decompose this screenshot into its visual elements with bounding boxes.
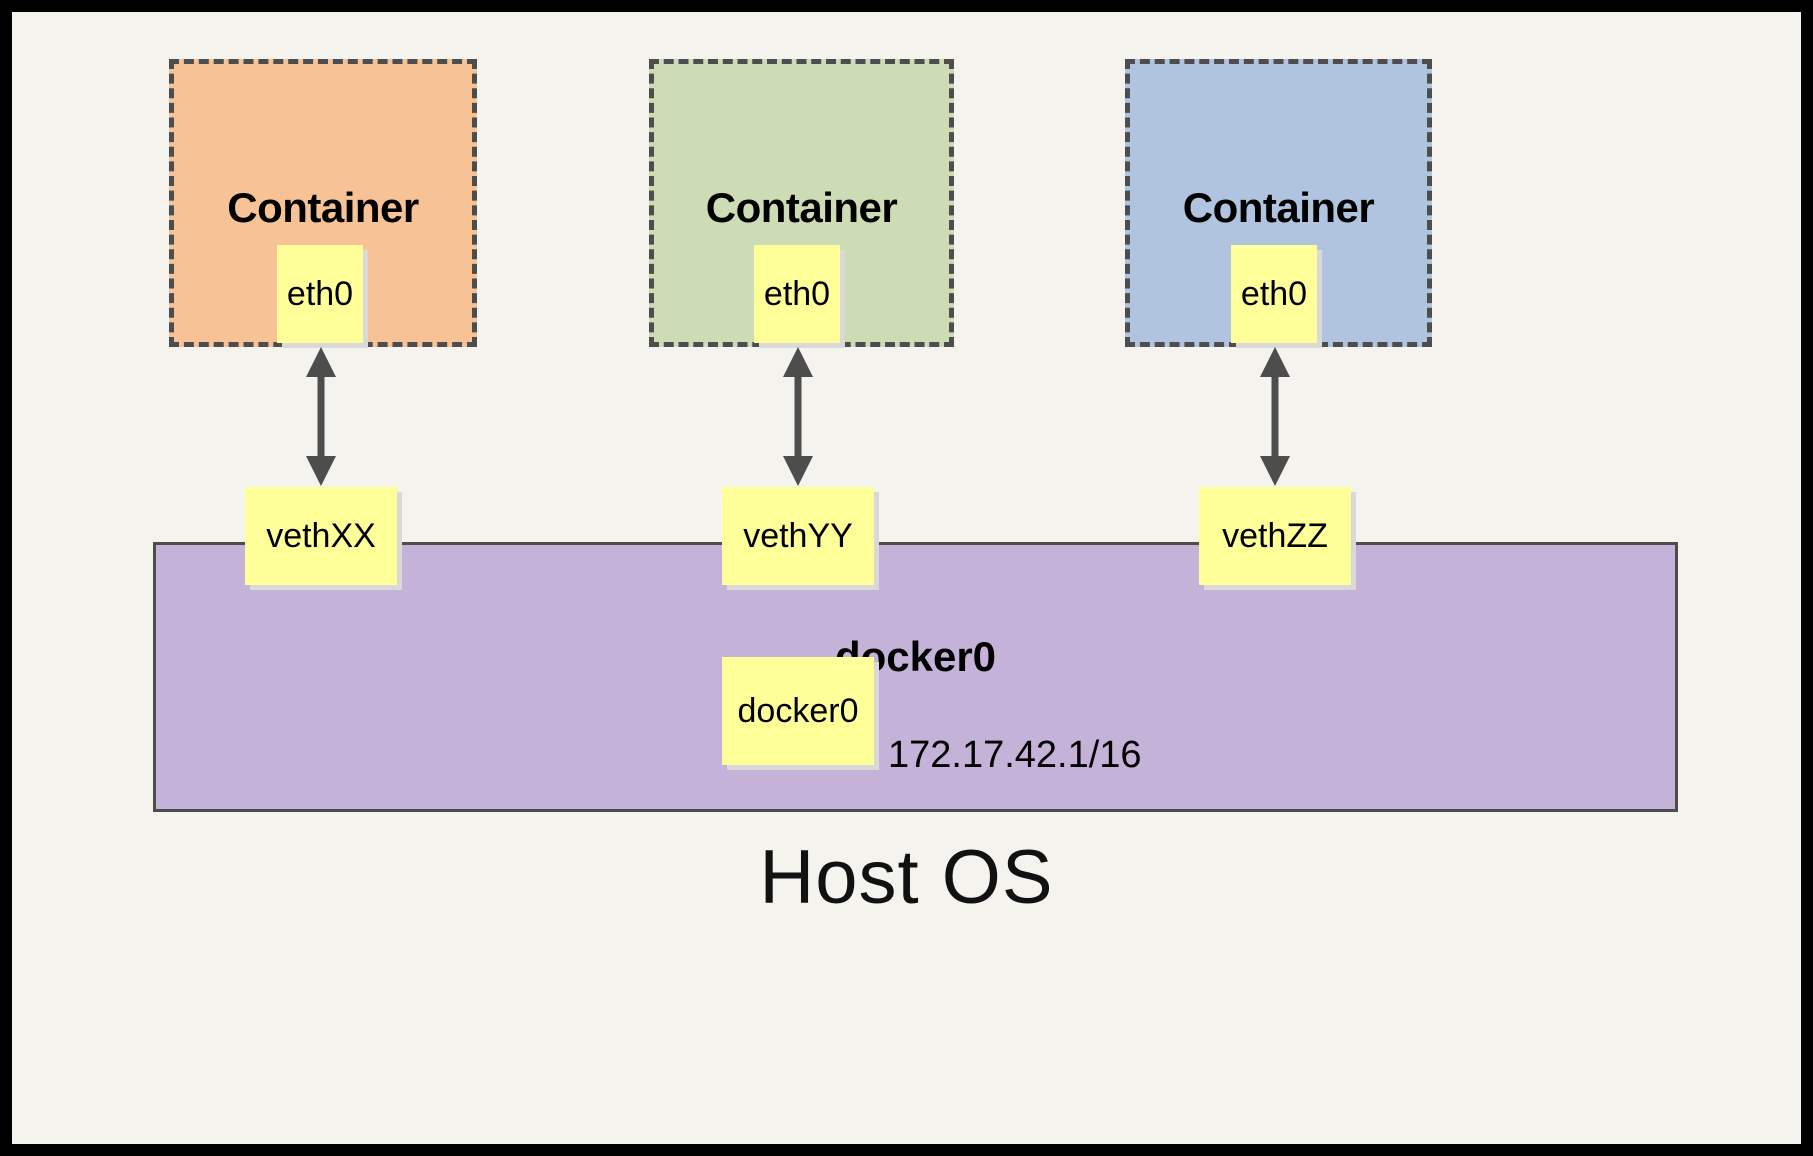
eth0-box-3: eth0 [1231,245,1317,343]
host-os-label: Host OS [759,835,1054,920]
docker0-ip-label: 172.17.42.1/16 [888,734,1142,776]
eth0-label-3: eth0 [1240,274,1308,313]
veth-label-3: vethZZ [1222,516,1328,555]
eth0-box-2: eth0 [754,245,840,343]
eth0-label-1: eth0 [286,274,354,313]
veth-label-1: vethXX [266,516,376,555]
docker0-interface-box: docker0 [722,657,874,765]
docker0-interface-label: docker0 [737,691,859,730]
container-title-2: Container [705,184,898,231]
veth-arrow-2 [783,347,813,486]
veth-box-2: vethYY [722,487,874,585]
eth0-box-1: eth0 [277,245,363,343]
veth-box-3: vethZZ [1199,487,1351,585]
container-title-1: Container [227,184,419,231]
docker0-bridge-label: docker0 [834,633,997,680]
veth-arrow-3 [1260,347,1290,486]
veth-label-2: vethYY [743,516,853,555]
veth-arrow-1 [306,347,336,486]
docker0-bridge-bar: docker0 [153,542,1678,812]
eth0-label-2: eth0 [763,274,831,313]
veth-box-1: vethXX [245,487,397,585]
container-title-3: Container [1182,184,1375,231]
